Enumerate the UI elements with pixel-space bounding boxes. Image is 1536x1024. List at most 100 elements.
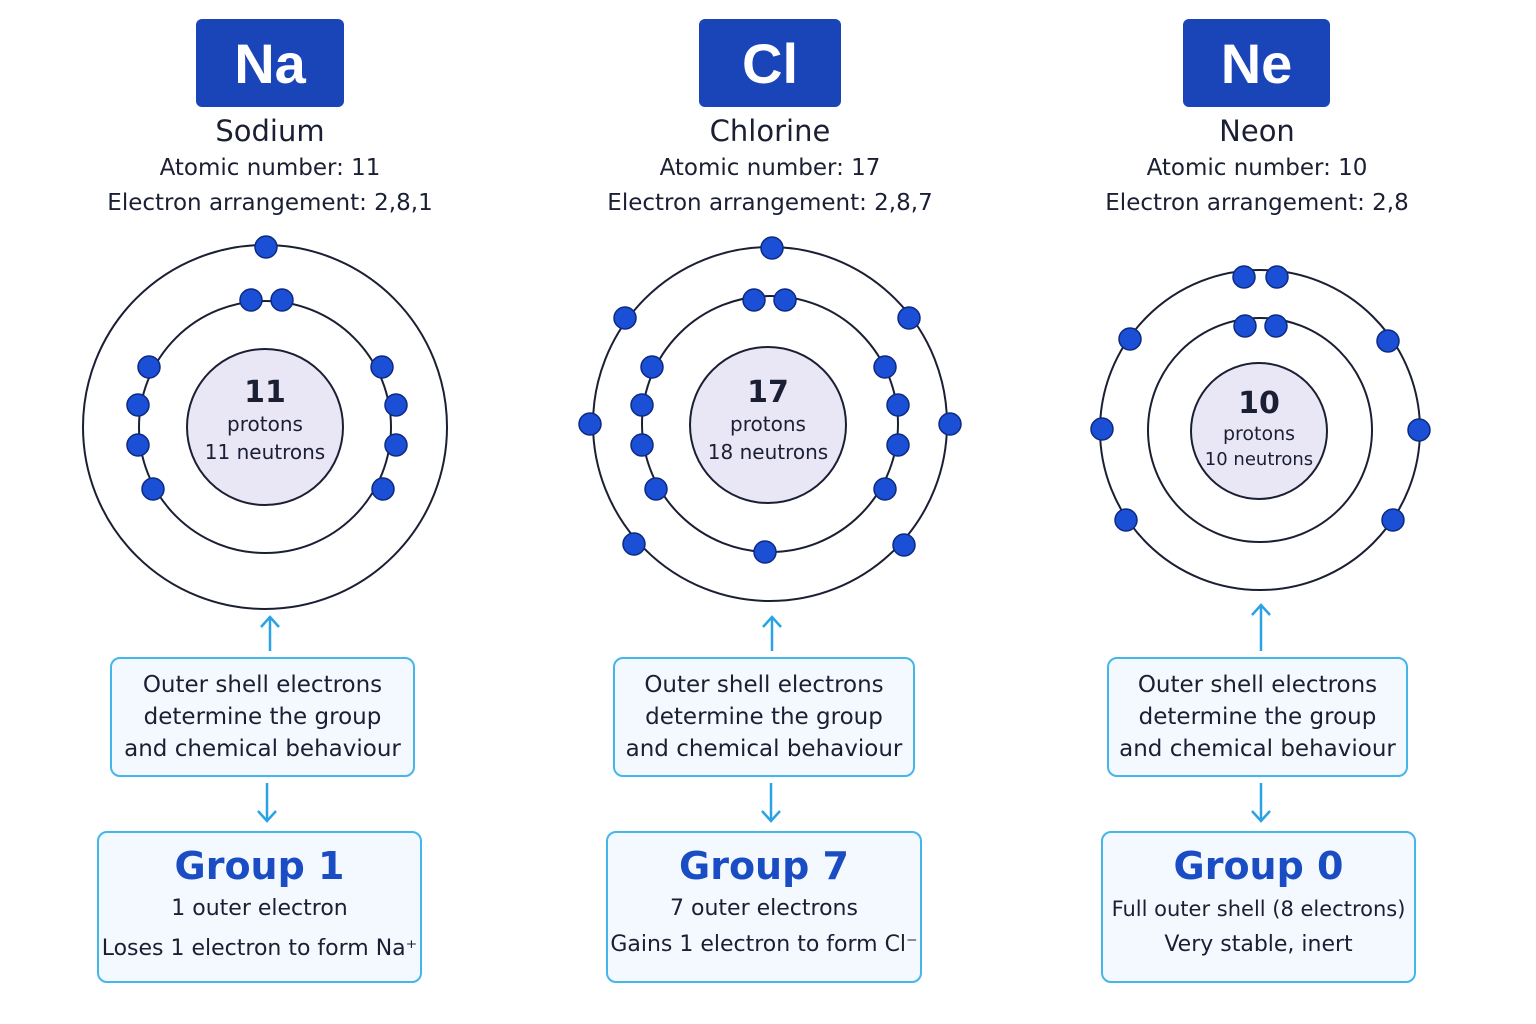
electron [137, 355, 161, 379]
note-line: and chemical behaviour [124, 736, 401, 762]
element-name: Sodium [215, 114, 325, 148]
group-detail-1: Full outer shell (8 electrons) [1111, 897, 1406, 921]
group-box: Group 7 7 outer electrons Gains 1 electr… [606, 831, 922, 983]
element-symbol-badge: Ne [1183, 19, 1330, 107]
nucleus [186, 348, 344, 506]
neutrons-label: 11 neutrons [204, 440, 326, 464]
group-box: Group 0 Full outer shell (8 electrons) V… [1101, 831, 1416, 983]
electron [1265, 265, 1289, 289]
electron [1381, 508, 1405, 532]
down-arrow-icon [257, 783, 277, 823]
outer-shell-note: Outer shell electrons determine the grou… [1107, 657, 1408, 777]
element-column-neon: Ne Neon Atomic number: 10 Electron arran… [1000, 0, 1512, 1024]
electron [760, 236, 784, 260]
group-detail-1: 7 outer electrons [670, 896, 858, 921]
electron [886, 433, 910, 457]
neutrons-label: 18 neutrons [707, 440, 829, 464]
element-column-chlorine: Cl Chlorine Atomic number: 17 Electron a… [512, 0, 1024, 1024]
electron [384, 393, 408, 417]
electron [630, 433, 654, 457]
electron [873, 477, 897, 501]
nucleus-label: 10 protons 10 neutrons [1191, 387, 1327, 473]
bohr-diagram-sodium [82, 235, 448, 610]
electron [1090, 417, 1114, 441]
electron [141, 477, 165, 501]
electron [126, 393, 150, 417]
nucleus-label: 17 protons 18 neutrons [690, 376, 846, 466]
element-column-sodium: Na Sodium Atomic number: 11 Electron arr… [0, 0, 512, 1024]
electron [640, 355, 664, 379]
electron [1407, 418, 1431, 442]
bohr-diagram-chlorine [578, 236, 962, 602]
nucleus [1190, 362, 1328, 500]
note-line: and chemical behaviour [1119, 736, 1396, 762]
electron [1264, 314, 1288, 338]
element-name: Chlorine [709, 114, 831, 148]
electron [239, 288, 263, 312]
note-line: and chemical behaviour [625, 736, 903, 762]
electron [938, 412, 962, 436]
group-detail-1: 1 outer electron [171, 896, 348, 921]
outer-shell-note: Outer shell electrons determine the grou… [613, 657, 915, 777]
proton-count: 17 [747, 375, 789, 410]
inner-shell-ring [1147, 317, 1373, 543]
group-detail-2: Very stable, inert [1164, 932, 1353, 957]
electron [886, 393, 910, 417]
element-symbol-badge: Na [196, 19, 344, 107]
protons-label: protons [730, 412, 806, 436]
note-line: determine the group [645, 704, 883, 730]
electron [254, 235, 278, 259]
electron [753, 540, 777, 564]
down-arrow-icon [761, 783, 781, 823]
electron [1114, 508, 1138, 532]
electron [270, 288, 294, 312]
nucleus-label: 11 protons 11 neutrons [187, 376, 343, 466]
bohr-diagram-neon [1090, 265, 1431, 591]
up-arrow-icon [1251, 603, 1271, 651]
note-line: Outer shell electrons [142, 672, 383, 698]
up-arrow-icon [762, 615, 782, 651]
protons-label: protons [1222, 423, 1296, 445]
group-title: Group 7 [679, 844, 849, 888]
atomic-number-text: Atomic number: 11 [159, 155, 381, 181]
electron [644, 477, 668, 501]
electron [1118, 327, 1142, 351]
electron [613, 306, 637, 330]
element-symbol-badge: Cl [699, 19, 841, 107]
electron-arrangement-text: Electron arrangement: 2,8,1 [107, 190, 433, 216]
electron [873, 355, 897, 379]
electron [897, 306, 921, 330]
note-line: Outer shell electrons [1137, 672, 1378, 698]
atomic-number-text: Atomic number: 17 [659, 155, 881, 181]
electron-arrangement-text: Electron arrangement: 2,8,7 [607, 190, 933, 216]
proton-count: 11 [244, 375, 286, 410]
electron [370, 355, 394, 379]
atomic-number-text: Atomic number: 10 [1146, 155, 1368, 181]
proton-count: 10 [1238, 386, 1280, 421]
electron [126, 433, 150, 457]
electron [1376, 329, 1400, 353]
electron [1233, 314, 1257, 338]
electron [742, 288, 766, 312]
electron [1232, 265, 1256, 289]
group-detail-2: Gains 1 electron to form Cl⁻ [610, 932, 918, 957]
electron [578, 412, 602, 436]
group-title: Group 1 [174, 844, 345, 888]
note-line: determine the group [143, 704, 382, 730]
protons-label: protons [227, 412, 303, 436]
neutrons-label: 10 neutrons [1204, 449, 1314, 470]
electron-arrangement-text: Electron arrangement: 2,8 [1105, 190, 1409, 216]
note-line: Outer shell electrons [644, 672, 884, 698]
electron [630, 393, 654, 417]
electron [384, 433, 408, 457]
group-box: Group 1 1 outer electron Loses 1 electro… [97, 831, 422, 983]
electron [773, 288, 797, 312]
electron [892, 533, 916, 557]
outer-shell-note: Outer shell electrons determine the grou… [110, 657, 415, 777]
element-name: Neon [1219, 114, 1295, 148]
group-title: Group 0 [1173, 844, 1344, 888]
up-arrow-icon [260, 615, 280, 651]
note-line: determine the group [1138, 704, 1377, 730]
nucleus [689, 346, 847, 504]
down-arrow-icon [1251, 783, 1271, 823]
